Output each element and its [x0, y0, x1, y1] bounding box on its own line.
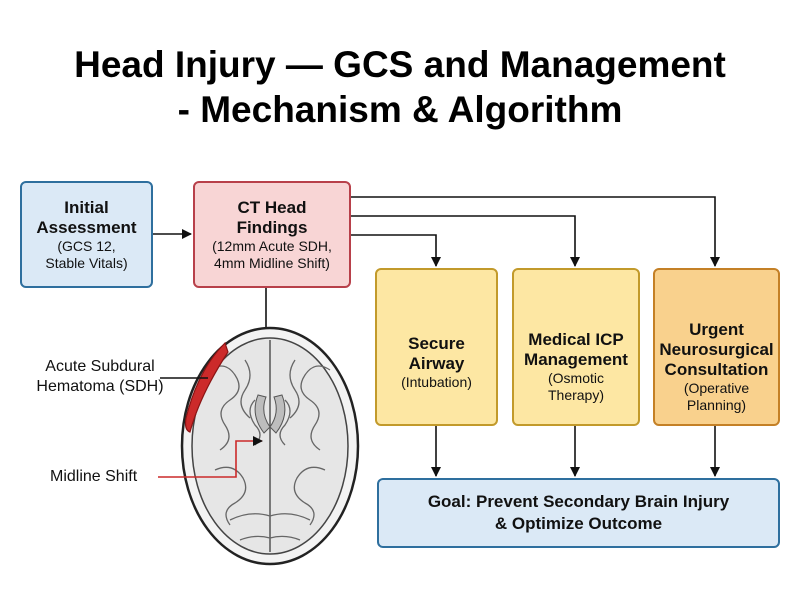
node-medical-icp-management: Medical ICP Management (Osmotic Therapy) [512, 268, 640, 426]
arrow-ct-to-icp [351, 215, 580, 267]
title-line-2: - Mechanism & Algorithm [177, 89, 623, 130]
scan-callouts [158, 377, 263, 478]
label-acute-subdural-hematoma: Acute Subdural Hematoma (SDH) [15, 357, 185, 397]
node-urgent-neurosurgical-consultation: Urgent Neurosurgical Consultation (Opera… [653, 268, 780, 426]
node-title: Secure [408, 334, 465, 353]
node-subtitle: (Osmotic [548, 370, 604, 386]
node-title: Findings [236, 217, 308, 237]
node-subtitle: Stable Vitals) [45, 254, 128, 271]
node-title: Neurosurgical [659, 340, 774, 359]
node-title: Management [524, 350, 628, 369]
arrow-ct-to-airway [351, 234, 441, 267]
node-initial-assessment: Initial Assessment (GCS 12, Stable Vital… [20, 181, 153, 288]
node-ct-head-findings: CT Head Findings (12mm Acute SDH, 4mm Mi… [193, 181, 351, 288]
hematoma-shape [184, 341, 229, 433]
goal-line-2: & Optimize Outcome [494, 514, 663, 533]
goal-line-1: Goal: Prevent Secondary Brain Injury [427, 492, 730, 511]
pointer-midline-shift [158, 436, 263, 478]
connectors [153, 196, 720, 477]
label-line: Acute Subdural [45, 358, 155, 375]
page-title: Head Injury — GCS and Management - Mecha… [0, 42, 800, 132]
axial-brain-ct-icon [180, 326, 360, 566]
node-goal: Goal: Prevent Secondary Brain Injury & O… [377, 478, 780, 548]
title-line-1: Head Injury — GCS and Management [74, 44, 726, 85]
label-line: Hematoma (SDH) [36, 378, 164, 395]
node-title: Urgent [689, 320, 744, 339]
node-secure-airway: Secure Airway (Intubation) [375, 268, 498, 426]
node-title: Airway [408, 354, 465, 373]
node-subtitle: Planning) [686, 397, 747, 413]
node-title: Assessment [36, 217, 137, 237]
node-title: CT Head [237, 197, 307, 217]
node-subtitle: (GCS 12, [57, 237, 116, 254]
node-subtitle: (Operative [683, 380, 750, 396]
node-title: Medical ICP [528, 330, 624, 349]
arrow-ct-to-neuro [351, 196, 720, 267]
label-midline-shift: Midline Shift [50, 468, 138, 485]
node-subtitle: (12mm Acute SDH, [212, 237, 332, 254]
node-subtitle: (Intubation) [401, 374, 472, 390]
node-title: Consultation [664, 360, 769, 379]
node-title: Initial [64, 197, 109, 217]
node-subtitle: Therapy) [547, 387, 605, 403]
node-subtitle: 4mm Midline Shift) [214, 254, 330, 271]
